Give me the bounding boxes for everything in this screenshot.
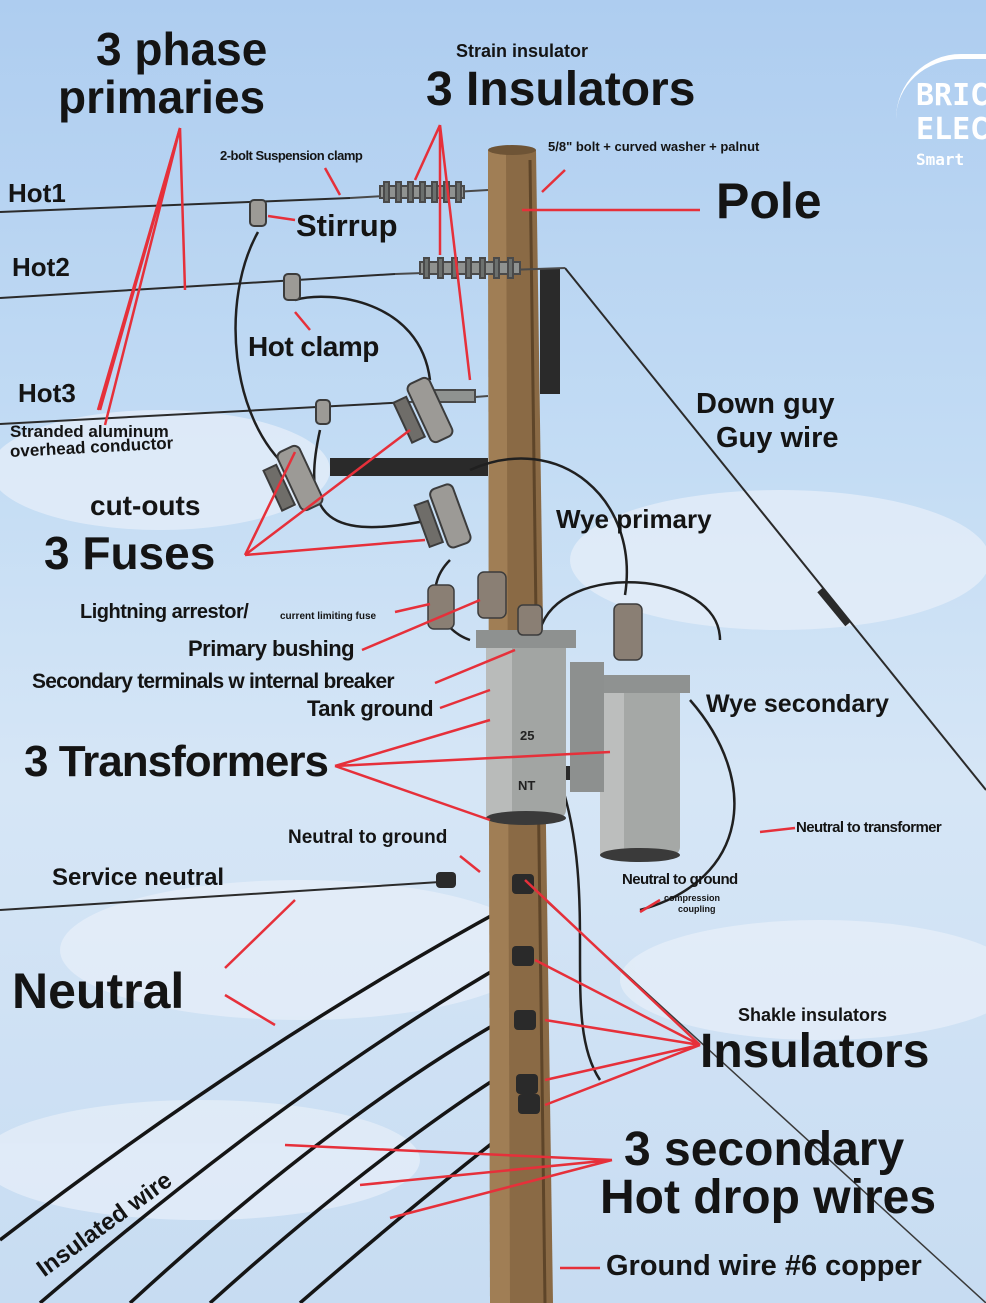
pointer-insulators — [413, 124, 472, 381]
stirrup-clamp — [249, 199, 267, 227]
label-compression: compression — [664, 893, 721, 903]
label-neutral-to-transformer: Neutral to transformer — [796, 819, 942, 836]
label-neutral-to-ground-2: Neutral to ground — [622, 871, 738, 888]
logo-swoosh — [896, 54, 986, 119]
pointer-stirrup — [267, 214, 296, 222]
pointer-bolt — [541, 169, 566, 193]
label-bolt-note: 5/8" bolt + curved washer + palnut — [548, 139, 760, 154]
label-3-fuses: 3 Fuses — [44, 527, 216, 579]
label-down-guy: Down guy — [696, 388, 835, 420]
pointer-primary-bushing — [361, 598, 481, 652]
strain-insulators — [349, 181, 566, 403]
strain-insulator-1 — [349, 181, 489, 203]
label-service-neutral: Service neutral — [52, 864, 225, 891]
brand-logo: BRIC ELEC Smart — [890, 48, 986, 178]
pointer-hot-clamp — [294, 311, 311, 331]
label-hot3: Hot3 — [18, 378, 76, 408]
label-3-transformers: 3 Transformers — [24, 737, 329, 786]
hot2-conductor — [0, 273, 396, 299]
hot1-conductor — [0, 197, 351, 213]
transformer-right — [590, 675, 690, 862]
label-neutral-to-ground-1: Neutral to ground — [288, 827, 448, 848]
label-insulators: Insulators — [700, 1025, 930, 1078]
label-coupling: coupling — [678, 904, 716, 914]
label-3-insulators: 3 Insulators — [426, 63, 696, 116]
pointer-transformers — [334, 718, 611, 822]
guy-wire-line — [564, 267, 986, 791]
pointer-arrestor — [394, 602, 431, 614]
pointer-primaries — [98, 127, 187, 426]
pointer-secondary-terminals — [434, 648, 516, 685]
label-current-limiting-fuse: current limiting fuse — [280, 611, 377, 622]
label-hot-clamp: Hot clamp — [248, 331, 379, 362]
cutout-3 — [413, 483, 472, 549]
label-wye-primary: Wye primary — [556, 504, 712, 534]
hot3-clamp — [315, 399, 331, 425]
label-secondary-terminals: Secondary terminals w internal breaker — [32, 670, 395, 693]
label-wye-secondary: Wye secondary — [706, 690, 889, 718]
label-shakle-insulators: Shakle insulators — [738, 1005, 888, 1025]
pointer-tank-ground — [439, 688, 491, 710]
pointer-neutral-to-ground — [459, 855, 481, 873]
label-3-phase: 3 phase — [96, 23, 268, 75]
transformer-left — [476, 630, 576, 825]
label-cut-outs: cut-outs — [90, 490, 201, 521]
logo-line-1: BRIC — [916, 78, 986, 113]
pointer-clamp — [323, 167, 342, 196]
logo-line-3: Smart — [916, 150, 965, 169]
tank-code: NT — [518, 778, 535, 793]
drop-wires — [0, 898, 537, 1303]
cutout-1 — [392, 376, 454, 444]
label-strain-insulator: Strain insulator — [456, 41, 589, 61]
label-suspension-clamp: 2-bolt Suspension clamp — [220, 148, 363, 163]
hot3-conductor — [0, 401, 411, 425]
label-hot1: Hot1 — [8, 178, 66, 208]
strain-insulator-2 — [394, 257, 566, 279]
pointer-hot-drops — [284, 1143, 613, 1220]
clouds — [0, 410, 986, 1220]
transformer-rear — [570, 662, 604, 792]
label-ground-wire: Ground wire #6 copper — [606, 1250, 922, 1282]
cutouts — [249, 199, 472, 549]
tank-number: 25 — [520, 728, 534, 743]
pointer-neutral — [224, 899, 296, 1027]
hot-clamp-device — [283, 273, 301, 301]
transformers — [427, 571, 690, 862]
pointer-lines — [96, 124, 796, 1270]
label-stranded-1: Stranded aluminum — [10, 422, 169, 441]
neutral-clamp — [436, 872, 456, 888]
label-guy-wire: Guy wire — [716, 422, 839, 454]
label-hot2: Hot2 — [12, 252, 70, 282]
pointer-neutral-to-transformer — [759, 826, 796, 834]
label-neutral: Neutral — [12, 963, 185, 1019]
pointer-shackle — [524, 879, 701, 1107]
guy-insulator — [817, 587, 851, 627]
label-hot-drop-wires: Hot drop wires — [600, 1171, 937, 1224]
label-primaries: primaries — [58, 71, 266, 123]
logo-line-2: ELEC — [916, 112, 986, 147]
label-primary-bushing: Primary bushing — [188, 636, 355, 661]
label-tank-ground: Tank ground — [307, 696, 434, 721]
bushings — [427, 571, 643, 661]
shackle-insulators — [436, 872, 540, 1114]
pointer-compression — [639, 898, 661, 914]
label-3-secondary: 3 secondary — [624, 1123, 905, 1176]
service-neutral-conductor — [0, 881, 441, 911]
label-pole: Pole — [716, 173, 822, 229]
label-stirrup: Stirrup — [296, 208, 398, 243]
label-lightning-arrestor: Lightning arrestor/ — [80, 601, 249, 623]
pointer-fuses — [243, 429, 426, 557]
